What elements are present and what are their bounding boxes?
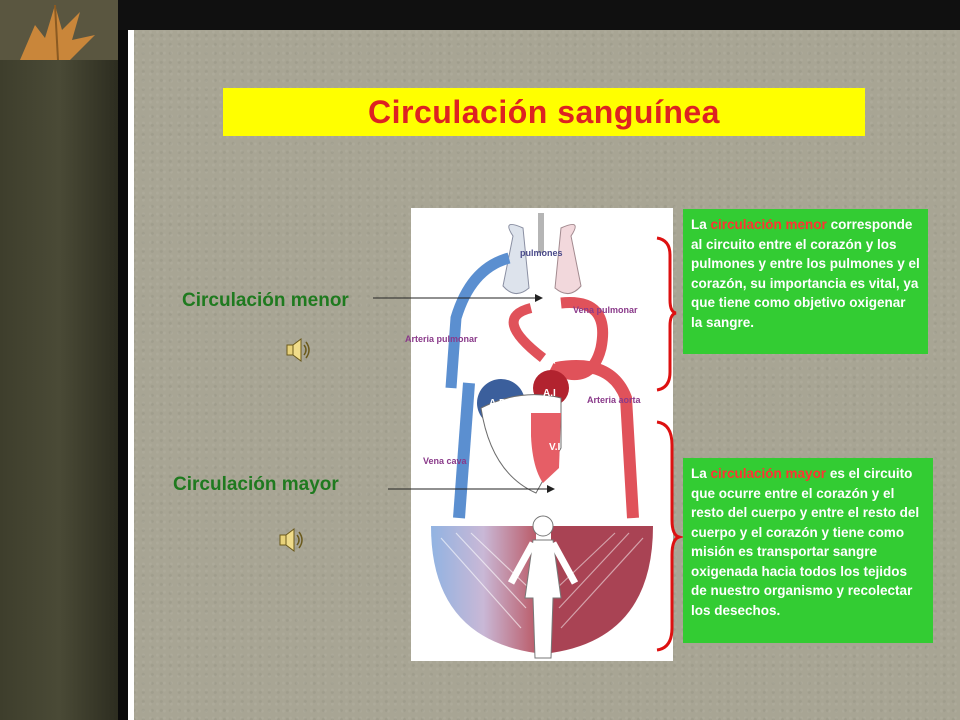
info-menor-highlight: circulación menor	[710, 217, 827, 232]
page-title: Circulación sanguínea	[368, 93, 720, 130]
left-decorative-band	[0, 0, 118, 720]
circulation-diagram: pulmones Vena pulmonar Arteria pulmonar …	[405, 208, 673, 661]
autumn-leaf-image	[0, 0, 118, 60]
top-dark-band	[118, 0, 960, 30]
label-vena-pulmonar: Vena pulmonar	[573, 305, 638, 315]
circulation-diagram-art	[431, 213, 653, 659]
slide-divider	[118, 30, 128, 720]
label-circulacion-menor: Circulación menor	[182, 290, 349, 311]
info-mayor-text: es el circuito que ocurre entre el coraz…	[691, 466, 920, 618]
label-ventriculo-izquierdo: V.I	[549, 442, 561, 453]
label-circulacion-mayor: Circulación mayor	[173, 474, 339, 495]
title-banner: Circulación sanguínea	[223, 88, 865, 136]
info-mayor-highlight: circulación mayor	[710, 466, 827, 481]
speaker-icon[interactable]	[284, 336, 314, 364]
speaker-icon[interactable]	[277, 526, 307, 554]
info-mayor-prefix: La	[691, 466, 711, 481]
label-ventriculo-derecho: V.D	[511, 442, 527, 453]
label-pulmones: pulmones	[520, 248, 563, 258]
info-menor-prefix: La	[691, 217, 711, 232]
info-box-circulacion-mayor: La circulación mayor es el circuito que …	[683, 458, 933, 643]
label-vena-cava: Vena cava	[423, 456, 467, 466]
label-arteria-pulmonar: Arteria pulmonar	[405, 334, 478, 344]
info-menor-text: corresponde al circuito entre el corazón…	[691, 217, 920, 330]
info-box-circulacion-menor: La circulación menor corresponde al circ…	[683, 209, 928, 354]
label-atrio-izquierdo: A.I	[543, 388, 556, 399]
label-atrio-derecho: A.D	[489, 398, 507, 409]
label-arteria-aorta: Arteria aorta	[587, 395, 641, 405]
